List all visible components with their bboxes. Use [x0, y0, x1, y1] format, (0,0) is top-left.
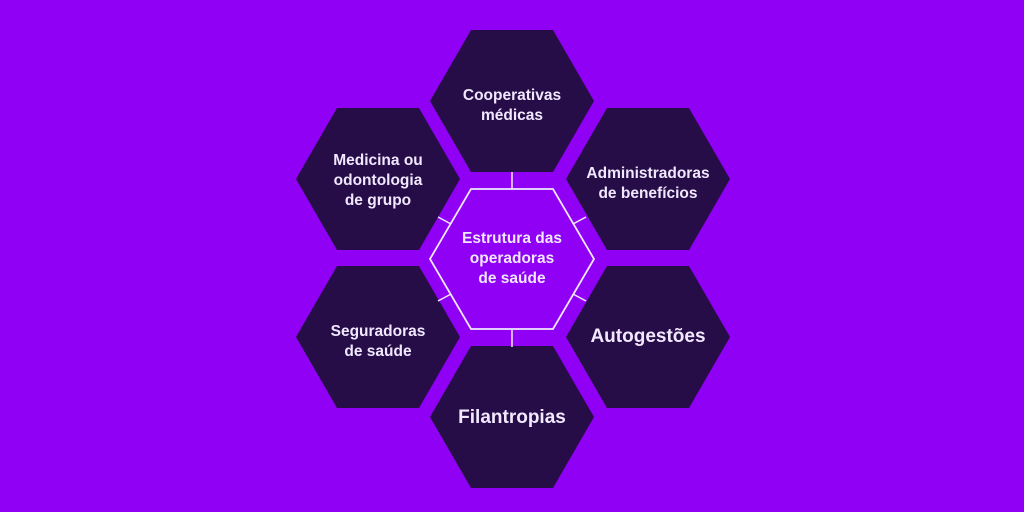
node-autogestoes-label: Autogestões — [590, 326, 706, 347]
hex-administradoras — [566, 108, 730, 250]
hex-seguradoras — [296, 266, 460, 408]
connectors — [437, 172, 587, 347]
connector-top-right — [572, 216, 587, 225]
connector-bottom-left — [437, 293, 452, 302]
hex-cooperativas — [430, 30, 594, 172]
connector-bottom-right — [572, 293, 587, 302]
node-seguradoras-label: Seguradoras de saúde — [330, 323, 426, 360]
connector-top-left — [437, 216, 452, 225]
hex-autogestoes — [566, 266, 730, 408]
node-administradoras-label: Administradoras de benefícios — [586, 165, 710, 202]
center-label: Estrutura das operadoras de saúde — [462, 230, 562, 287]
node-filantropias-label: Filantropias — [458, 407, 566, 428]
hex-filantropias — [430, 346, 594, 488]
node-medicina-label: Medicina ou odontologia de grupo — [333, 152, 423, 209]
node-cooperativas-label: Cooperativas médicas — [462, 87, 562, 124]
hex-center — [428, 188, 596, 330]
hex-medicina — [296, 108, 460, 250]
